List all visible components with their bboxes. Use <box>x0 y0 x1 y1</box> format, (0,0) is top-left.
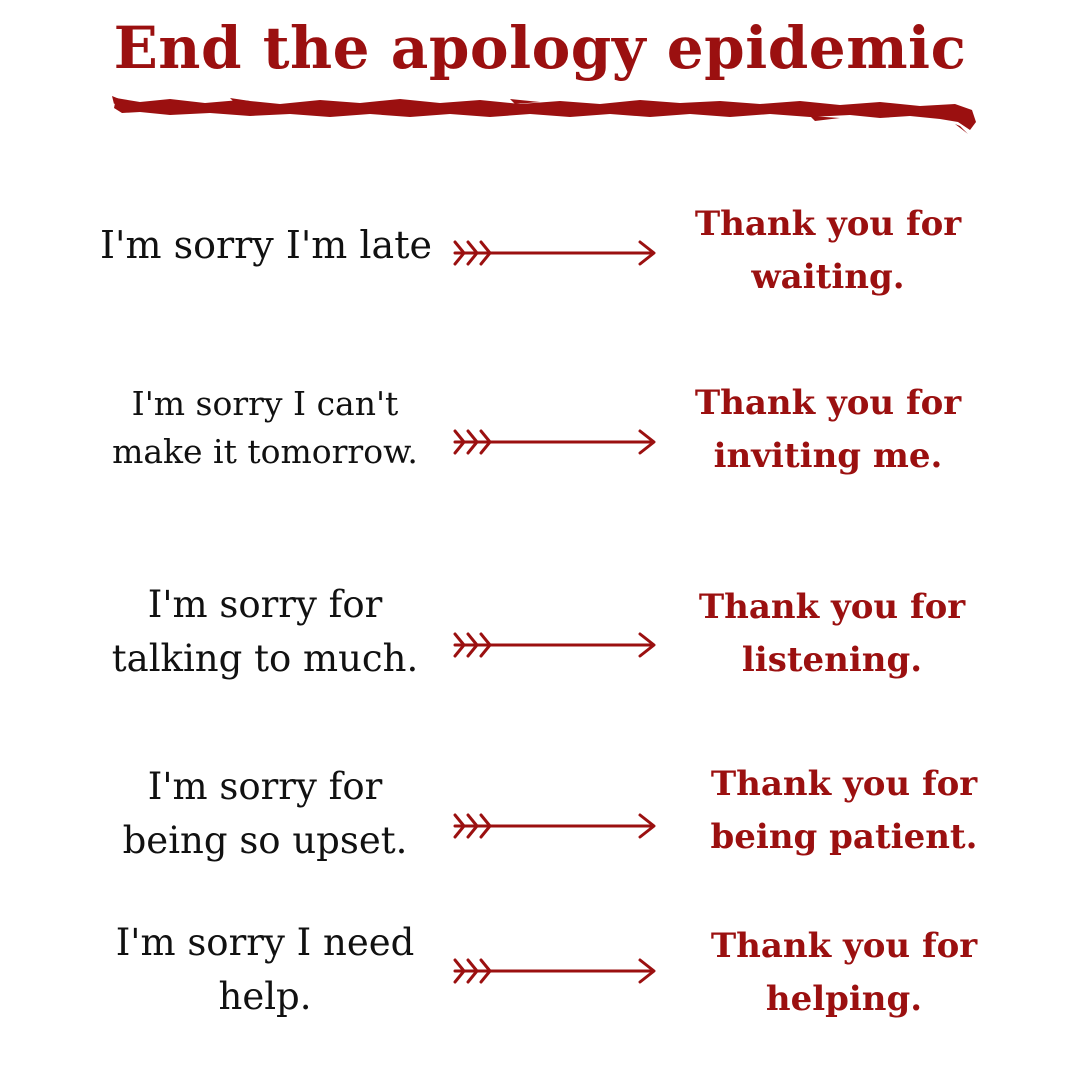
arrow-right-icon <box>453 240 656 266</box>
thanks-phrase-1: Thank you for waiting. <box>690 198 966 303</box>
thanks-line: Thank you for <box>698 587 966 627</box>
arrow-right-icon <box>453 813 656 839</box>
thanks-phrase-2: Thank you for inviting me. <box>690 377 966 482</box>
thanks-phrase-3: Thank you for listening. <box>694 581 970 686</box>
thanks-line: Thank you for <box>694 204 962 244</box>
brush-stroke-shape <box>114 98 976 130</box>
brush-stroke-underline <box>112 96 976 134</box>
apology-line: I'm sorry I need <box>115 921 415 964</box>
apology-line: being so upset. <box>122 818 408 862</box>
thanks-line: waiting. <box>751 256 905 297</box>
thanks-line: inviting me. <box>713 435 943 476</box>
apology-line: I'm sorry I'm late <box>100 223 432 267</box>
thanks-line: Thank you for <box>710 926 978 966</box>
thanks-line: Thank you for <box>710 764 978 804</box>
apology-line: help. <box>218 974 312 1018</box>
thanks-phrase-5: Thank you for helping. <box>708 920 980 1025</box>
apology-phrase-2: I'm sorry I can't make it tomorrow. <box>100 380 430 476</box>
apology-phrase-5: I'm sorry I need help. <box>100 916 430 1023</box>
apology-line: talking to much. <box>111 636 419 680</box>
arrow-right-icon <box>453 958 656 984</box>
thanks-line: Thank you for <box>694 383 962 423</box>
thanks-line: helping. <box>765 978 923 1019</box>
page-title: End the apology epidemic <box>113 14 967 82</box>
arrow-right-icon <box>453 632 656 658</box>
apology-phrase-1: I'm sorry I'm late <box>100 218 432 273</box>
apology-phrase-4: I'm sorry for being so upset. <box>100 760 430 867</box>
thanks-line: being patient. <box>710 816 978 857</box>
apology-line: make it tomorrow. <box>112 431 418 471</box>
apology-phrase-3: I'm sorry for talking to much. <box>100 578 430 685</box>
thanks-line: listening. <box>741 639 923 680</box>
thanks-phrase-4: Thank you for being patient. <box>708 758 980 863</box>
arrow-right-icon <box>453 429 656 455</box>
apology-line: I'm sorry I can't <box>131 384 399 423</box>
apology-line: I'm sorry for <box>147 583 383 626</box>
apology-line: I'm sorry for <box>147 765 383 808</box>
